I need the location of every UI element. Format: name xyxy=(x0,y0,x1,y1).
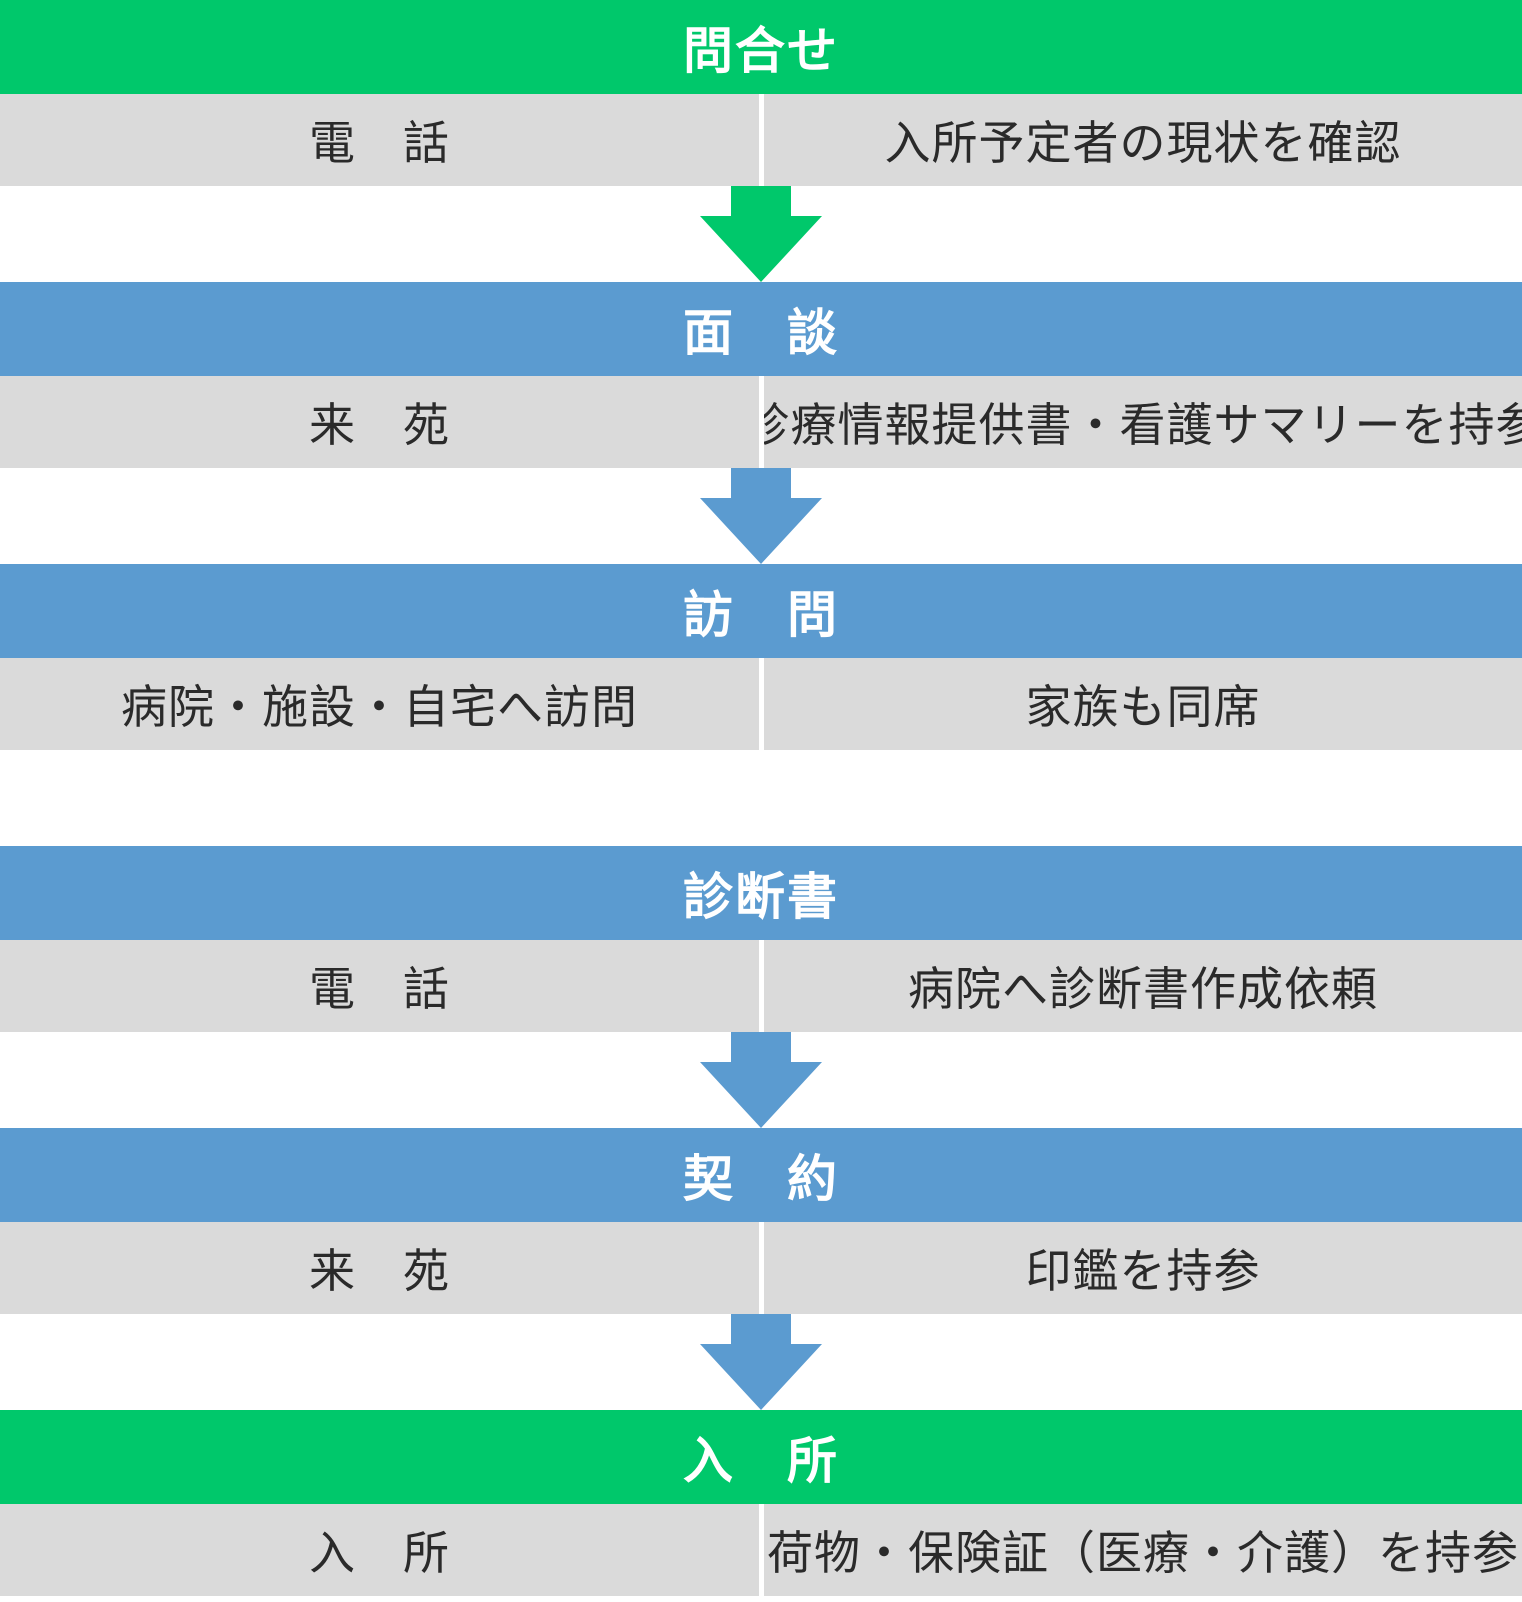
step-title: 面 談 xyxy=(683,304,839,362)
step-method: 来 苑 xyxy=(309,1244,450,1298)
column-divider xyxy=(759,940,764,1032)
down-arrow-icon xyxy=(700,1032,822,1128)
step-detail-certificate: 電 話 病院へ診断書作成依頼 xyxy=(0,940,1522,1032)
step-note: 家族も同席 xyxy=(1025,680,1261,734)
column-divider xyxy=(759,94,764,186)
down-arrow-icon xyxy=(700,468,822,564)
step-header-contract: 契 約 xyxy=(0,1128,1522,1222)
step-note: 荷物・保険証（医療・介護）を持参 xyxy=(767,1526,1519,1580)
step-title: 入 所 xyxy=(683,1432,839,1490)
step-header-interview: 面 談 xyxy=(0,282,1522,376)
step-detail-admission: 入 所 荷物・保険証（医療・介護）を持参 xyxy=(0,1504,1522,1596)
step-note: 病院へ診断書作成依頼 xyxy=(908,962,1378,1016)
step-method: 電 話 xyxy=(309,116,450,170)
step-method: 電 話 xyxy=(309,962,450,1016)
step-title: 訪 問 xyxy=(683,586,839,644)
down-arrow-icon xyxy=(700,1314,822,1410)
step-title: 問合せ xyxy=(683,22,839,80)
step-header-certificate: 診断書 xyxy=(0,846,1522,940)
step-note: 印鑑を持参 xyxy=(1025,1244,1261,1298)
step-title: 診断書 xyxy=(683,868,839,926)
column-divider xyxy=(759,1222,764,1314)
step-detail-interview: 来 苑 診療情報提供書・看護サマリーを持参 xyxy=(0,376,1522,468)
column-divider xyxy=(759,376,764,468)
step-title: 契 約 xyxy=(683,1150,839,1208)
step-note: 入所予定者の現状を確認 xyxy=(884,116,1402,170)
step-detail-inquiry: 電 話 入所予定者の現状を確認 xyxy=(0,94,1522,186)
step-method: 来 苑 xyxy=(309,398,450,452)
step-method: 病院・施設・自宅へ訪問 xyxy=(121,680,638,734)
step-note: 診療情報提供書・看護サマリーを持参 xyxy=(764,398,1522,452)
column-divider xyxy=(759,1504,764,1596)
step-method: 入 所 xyxy=(309,1526,450,1580)
step-detail-visit: 病院・施設・自宅へ訪問 家族も同席 xyxy=(0,658,1522,750)
down-arrow-icon xyxy=(700,186,822,282)
step-header-inquiry: 問合せ xyxy=(0,0,1522,94)
step-detail-contract: 来 苑 印鑑を持参 xyxy=(0,1222,1522,1314)
column-divider xyxy=(759,658,764,750)
step-header-visit: 訪 問 xyxy=(0,564,1522,658)
step-header-admission: 入 所 xyxy=(0,1410,1522,1504)
